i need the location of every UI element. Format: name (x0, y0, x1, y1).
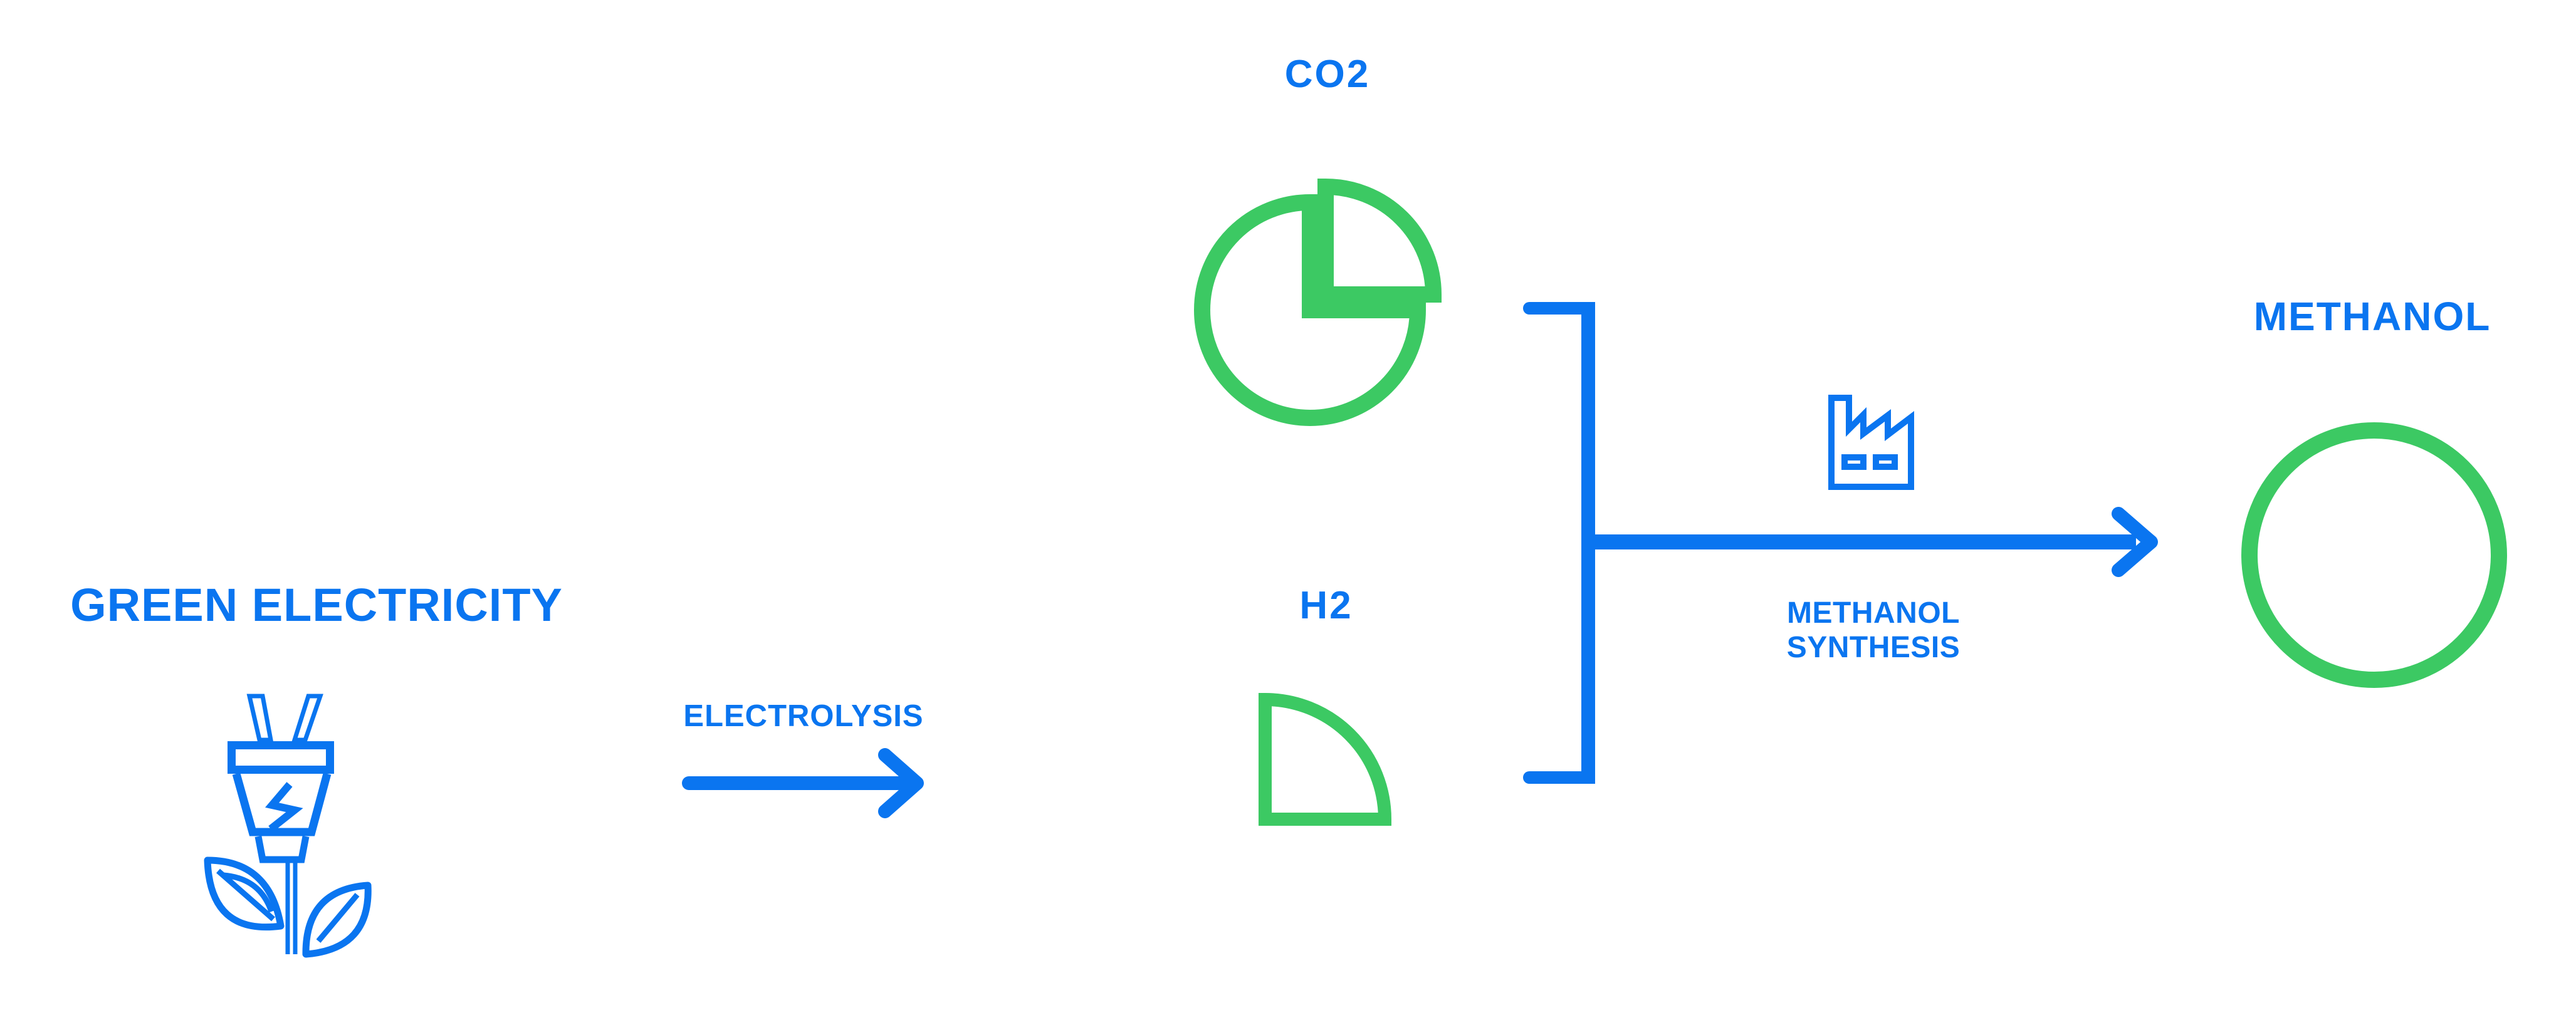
electrolysis-label: ELECTROLYSIS (683, 699, 924, 733)
methanol-synthesis-label: METHANOL SYNTHESIS (1717, 596, 2030, 665)
green-electricity-label: GREEN ELECTRICITY (70, 579, 563, 631)
quarter-circle-icon (1259, 693, 1391, 826)
circle-outline-icon (2241, 422, 2507, 688)
methanol-label: METHANOL (2253, 294, 2491, 339)
pie-three-quarters-icon (1194, 178, 1442, 426)
plug-leaf-icon (204, 694, 372, 958)
h2-label: H2 (1299, 584, 1353, 627)
arrow-right-icon (682, 748, 924, 818)
methanol-synthesis-label-line1: METHANOL (1787, 596, 1960, 630)
co2-label: CO2 (1284, 53, 1371, 96)
methanol-synthesis-label-line2: SYNTHESIS (1786, 631, 1961, 665)
merge-bracket-arrow (1523, 302, 2158, 784)
factory-icon (1828, 395, 1914, 490)
